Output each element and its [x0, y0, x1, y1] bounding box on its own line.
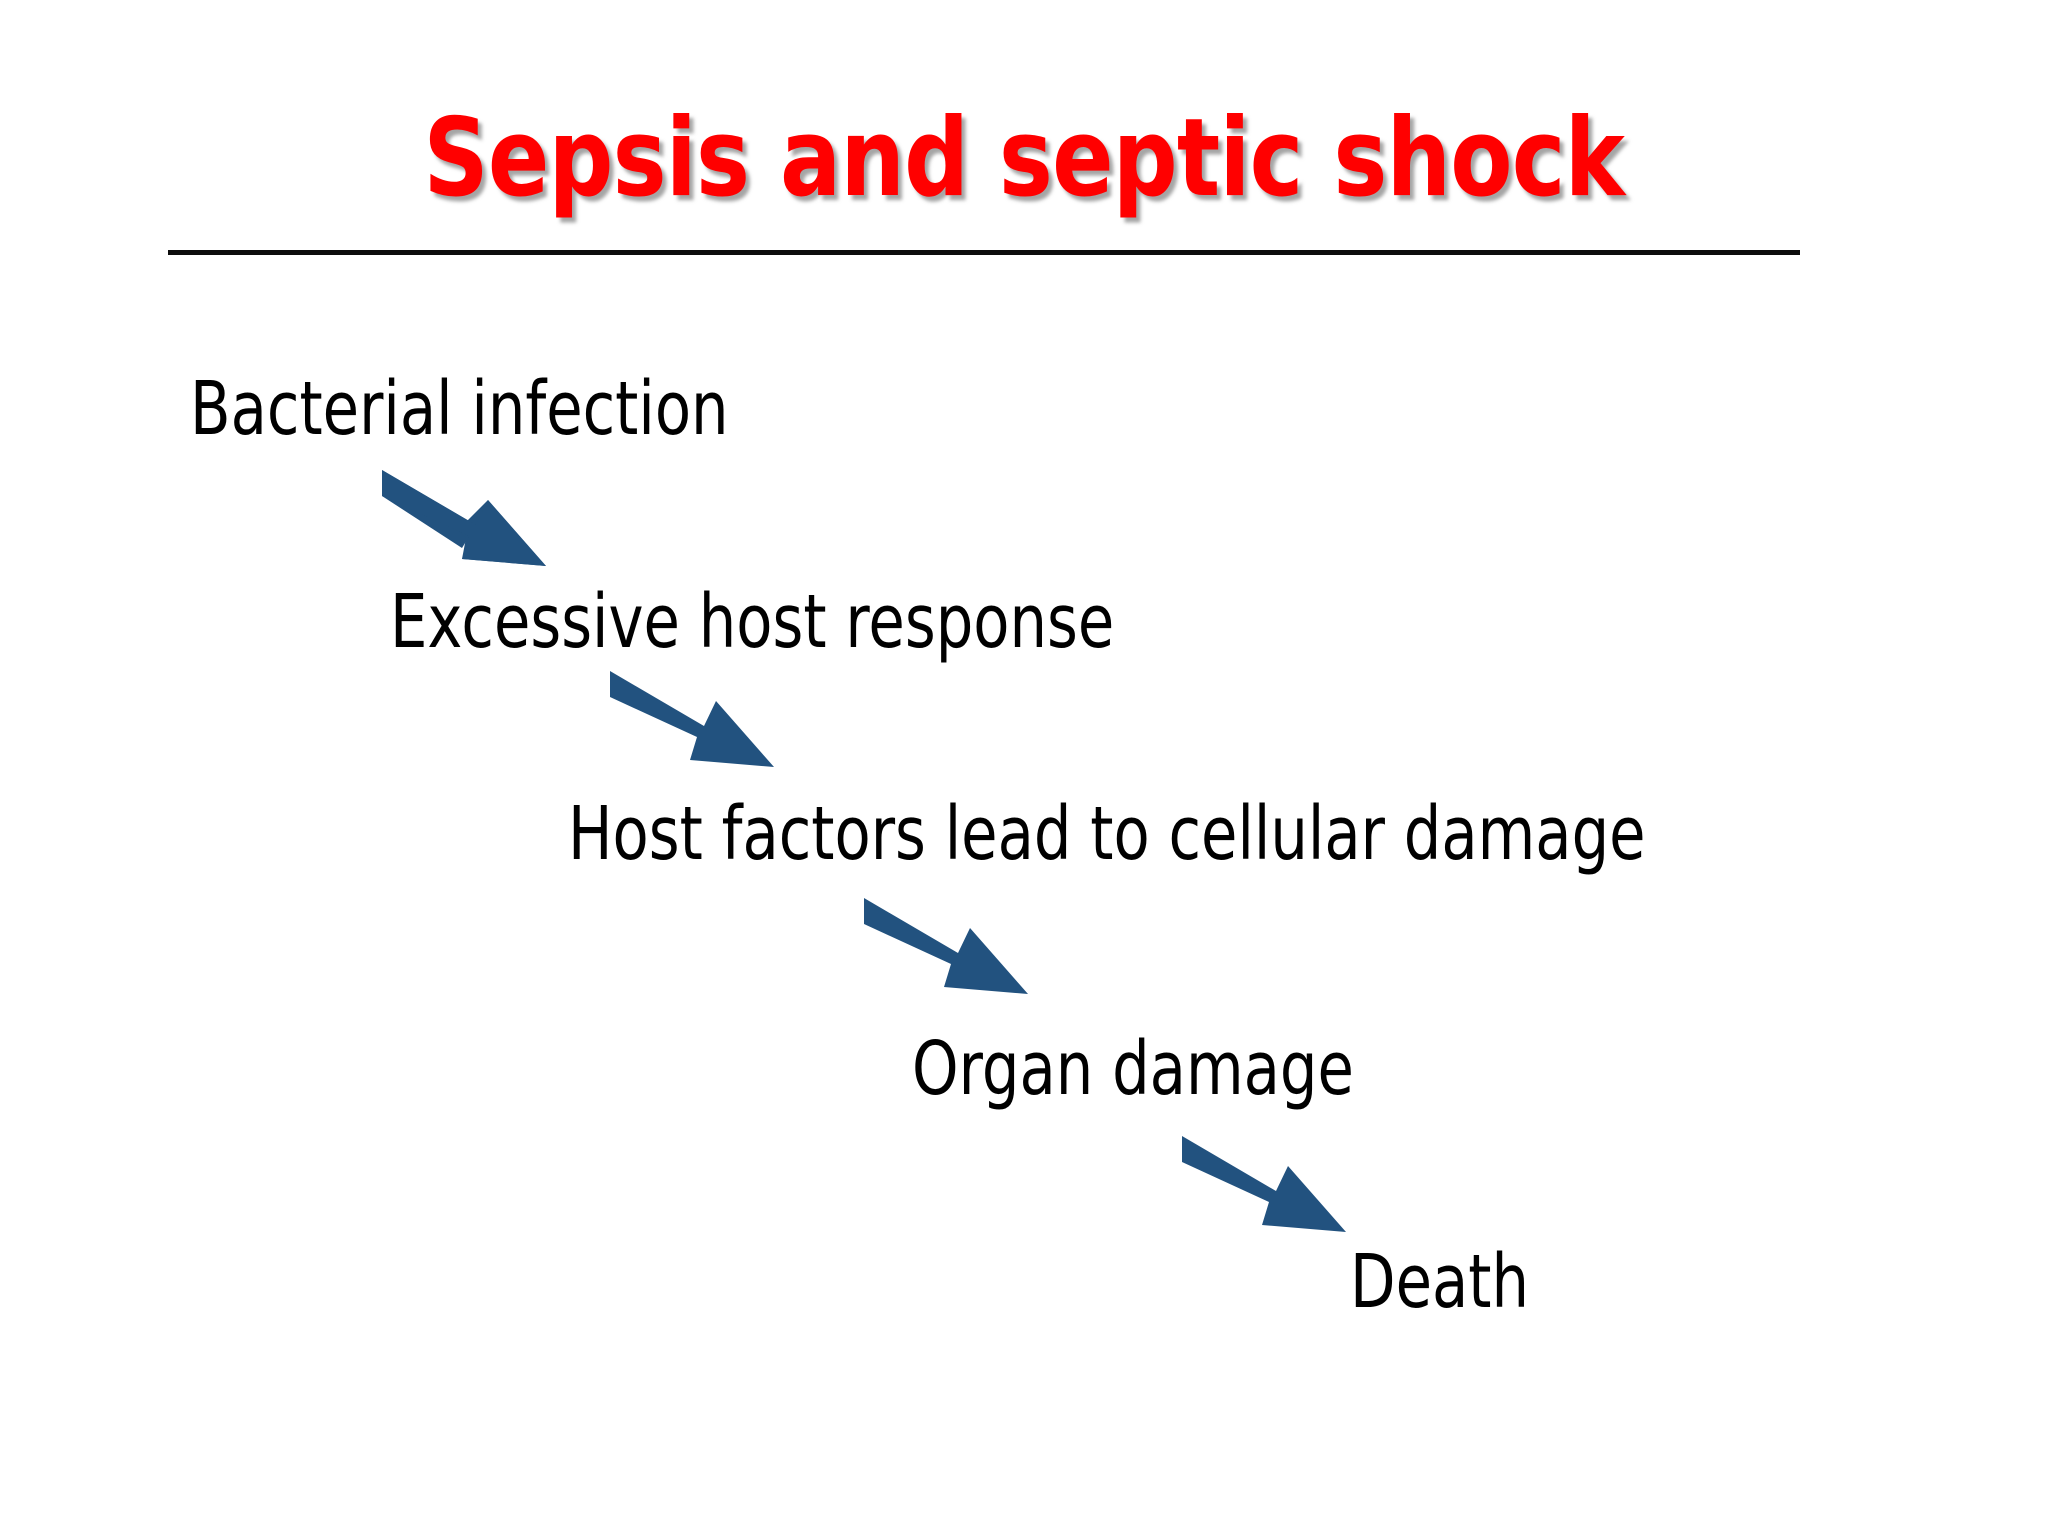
flow-step-death: Death [1350, 1239, 1530, 1325]
down-right-arrow-icon [608, 663, 778, 773]
flow-step-excessive-host-response: Excessive host response [390, 579, 1115, 665]
title-block: Sepsis and septic shock [0, 96, 2048, 221]
down-right-arrow-icon [380, 462, 550, 572]
title-divider-rule [168, 250, 1800, 255]
flow-step-bacterial-infection: Bacterial infection [190, 366, 729, 452]
flow-step-organ-damage: Organ damage [912, 1026, 1354, 1112]
down-right-arrow-icon [1180, 1128, 1350, 1238]
down-right-arrow-icon [862, 890, 1032, 1000]
flow-step-host-factors-cellular-damage: Host factors lead to cellular damage [568, 791, 1646, 877]
page-title: Sepsis and septic shock [423, 96, 1626, 221]
